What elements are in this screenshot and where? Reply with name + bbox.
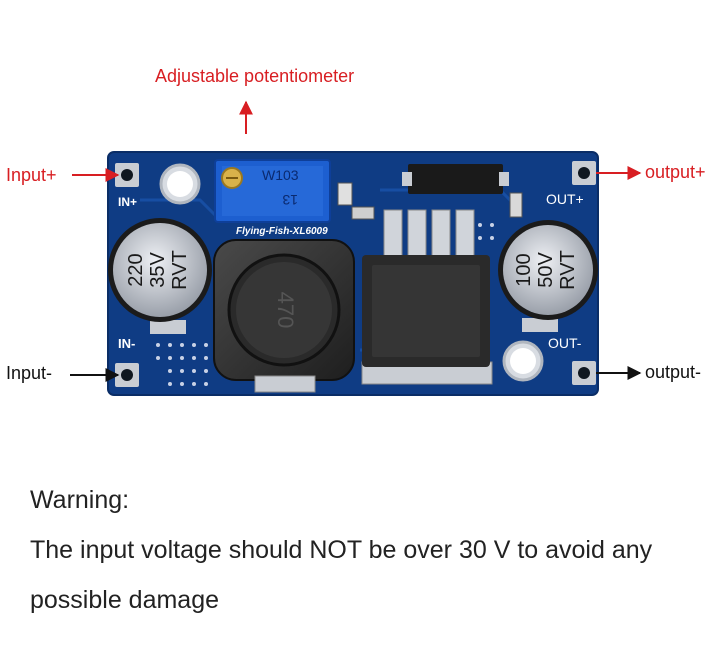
capacitor-right xyxy=(498,220,598,332)
warning-line-1: The input voltage should NOT be over 30 … xyxy=(30,536,653,564)
brand-label: Flying-Fish-XL6009 xyxy=(236,226,328,237)
smd-diode-lead-left xyxy=(402,172,412,186)
smd-resistor-3 xyxy=(509,192,523,218)
pad-in-minus xyxy=(115,363,139,387)
warning-line-2: possible damage xyxy=(30,586,220,614)
label-output-plus: output+ xyxy=(645,162,706,182)
pot-sub: 13 xyxy=(282,192,298,208)
via-grid xyxy=(156,223,494,386)
pad-in-plus xyxy=(115,163,139,187)
cap-right-line2: 50V xyxy=(535,252,557,288)
cap-left-line3: RVT xyxy=(169,250,191,290)
label-output-minus: output- xyxy=(645,362,702,382)
label-potentiometer: Adjustable potentiometer xyxy=(155,66,355,86)
mount-hole-top-left-inner xyxy=(167,171,193,197)
potentiometer xyxy=(214,159,331,223)
mount-hole-bottom-right-inner xyxy=(510,348,536,374)
capacitor-left xyxy=(108,218,212,334)
cap-left-line2: 35V xyxy=(147,252,169,288)
inductor-value: 470 xyxy=(273,292,298,329)
silk-out-minus: OUT- xyxy=(548,335,582,351)
cap-right-line3: RVT xyxy=(557,250,579,290)
pad-out-plus xyxy=(572,161,596,185)
smd-resistor-1 xyxy=(337,182,353,206)
pad-out-minus xyxy=(572,361,596,385)
regulator-ic xyxy=(361,209,493,385)
smd-diode-top xyxy=(408,164,503,194)
warning-title: Warning: xyxy=(30,486,130,514)
pot-code: W103 xyxy=(262,167,299,183)
cap-left-line1: 220 xyxy=(125,253,147,286)
silk-out-plus: OUT+ xyxy=(546,191,584,207)
smd-resistor-2 xyxy=(351,206,375,220)
label-input-minus: Input- xyxy=(6,363,53,383)
silk-in-minus: IN- xyxy=(118,336,135,351)
inductor xyxy=(213,239,355,393)
label-input-plus: Input+ xyxy=(6,165,57,185)
smd-diode-lead-right xyxy=(499,172,509,186)
cap-right-line1: 100 xyxy=(513,253,535,286)
silk-in-plus: IN+ xyxy=(118,195,137,209)
